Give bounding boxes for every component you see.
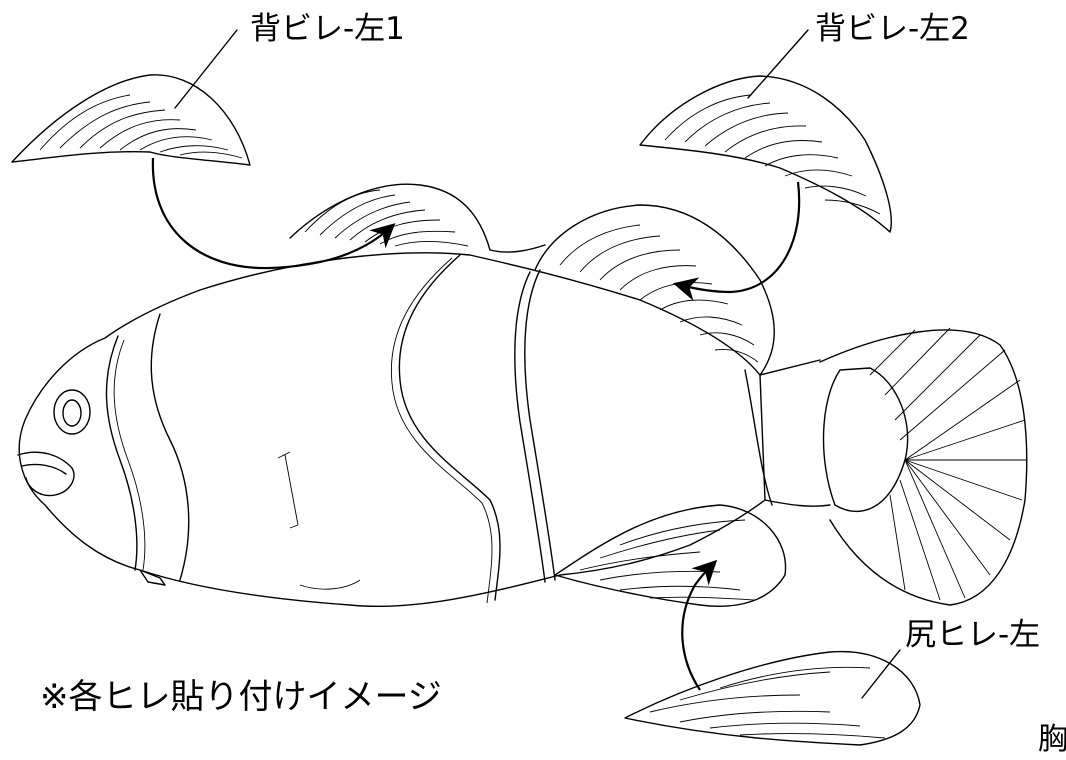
fish-body xyxy=(17,252,909,608)
dorsal-fin-1-detached xyxy=(11,74,251,166)
dorsal-fin-2-attached xyxy=(534,204,775,376)
arrow-dorsal2 xyxy=(672,181,801,301)
label-dorsal-fin-left-1: 背ビレ-左1 xyxy=(250,11,405,47)
label-pectoral-fin-partial: 胸 xyxy=(1038,722,1066,757)
anal-fin-detached xyxy=(624,650,921,746)
caudal-fin xyxy=(819,327,1028,606)
label-anal-fin-left: 尻ヒレ-左 xyxy=(905,617,1041,653)
leader-line-dorsal1 xyxy=(174,29,238,109)
dorsal-fin-1-attached xyxy=(289,183,546,253)
leader-lines xyxy=(174,29,901,699)
arrow-anal xyxy=(681,559,718,691)
anal-fin-attached xyxy=(554,504,787,607)
leader-line-dorsal2 xyxy=(747,29,809,99)
leader-line-anal xyxy=(861,649,901,699)
note-fin-attachment-image: ※各ヒレ貼り付けイメージ xyxy=(40,677,442,717)
label-dorsal-fin-left-2: 背ビレ-左2 xyxy=(815,11,970,47)
arrow-dorsal1 xyxy=(151,157,396,270)
placement-arrows xyxy=(151,157,801,691)
dorsal-fin-2-detached xyxy=(639,75,892,233)
